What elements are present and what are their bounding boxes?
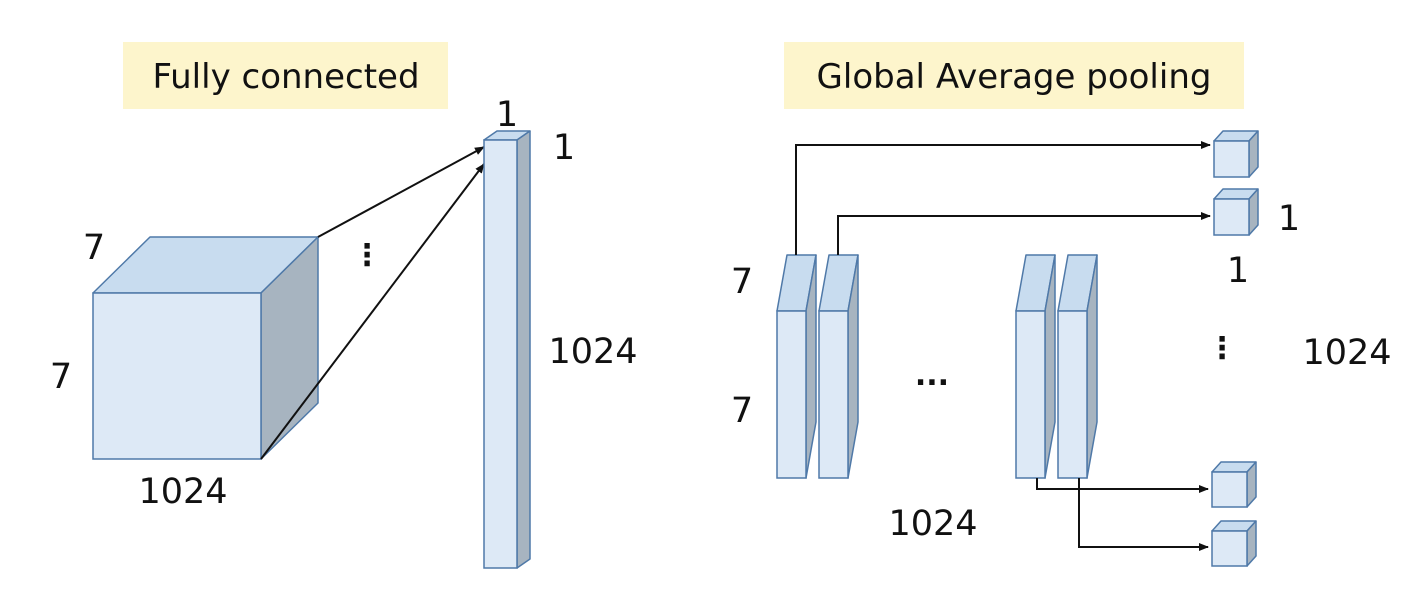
map-height-label: 7 [731, 262, 753, 302]
cube-width-label: 1024 [138, 472, 227, 512]
gap-arrow-3 [1036, 478, 1209, 493]
fc-ellipsis: ⋮ [352, 238, 382, 273]
output-vector-bar [483, 130, 531, 569]
fully-connected-title: Fully connected [152, 57, 419, 97]
feature-map-slice-2 [818, 254, 859, 479]
vector-front-face [483, 139, 518, 569]
output-cube-4 [1211, 520, 1257, 567]
global-average-pooling-panel: Global Average pooling 7 7 ... 1024 [731, 42, 1392, 567]
output-side-label: 1 [1278, 199, 1300, 239]
output-count-label: 1024 [1302, 333, 1391, 373]
maps-ellipsis: ... [915, 358, 949, 393]
fc-arrow-bottom [260, 163, 485, 460]
feature-map-cube [92, 236, 319, 460]
gap-title: Global Average pooling [817, 57, 1212, 97]
output-bottom-label: 1 [1227, 251, 1249, 291]
feature-map-slice-3 [1015, 254, 1056, 479]
vector-top-label: 1 [496, 95, 518, 135]
cube-height-label: 7 [50, 357, 72, 397]
gap-title-bg [784, 42, 1244, 109]
output-cube-1 [1213, 130, 1259, 178]
cube-depth-label: 7 [83, 228, 105, 268]
vector-length-label: 1024 [548, 332, 637, 372]
gap-arrow-2 [837, 212, 1211, 255]
output-cube-2 [1213, 188, 1259, 236]
gap-arrow-1 [795, 141, 1211, 255]
cube-front-face [92, 292, 262, 460]
vector-side-face [516, 130, 531, 569]
fc-arrow-top [317, 146, 485, 238]
map-width-label: 7 [731, 391, 753, 431]
feature-map-slice-1 [776, 254, 817, 479]
output-cube-3 [1211, 461, 1257, 508]
fully-connected-panel: Fully connected 7 7 1024 ⋮ 1 1 1024 [50, 42, 638, 569]
gap-arrow-4 [1078, 478, 1209, 551]
vector-side-label: 1 [553, 128, 575, 168]
feature-map-slice-4 [1057, 254, 1098, 479]
output-ellipsis: ⋮ [1207, 331, 1237, 366]
channels-label: 1024 [888, 504, 977, 544]
fully-connected-title-bg [123, 42, 448, 109]
